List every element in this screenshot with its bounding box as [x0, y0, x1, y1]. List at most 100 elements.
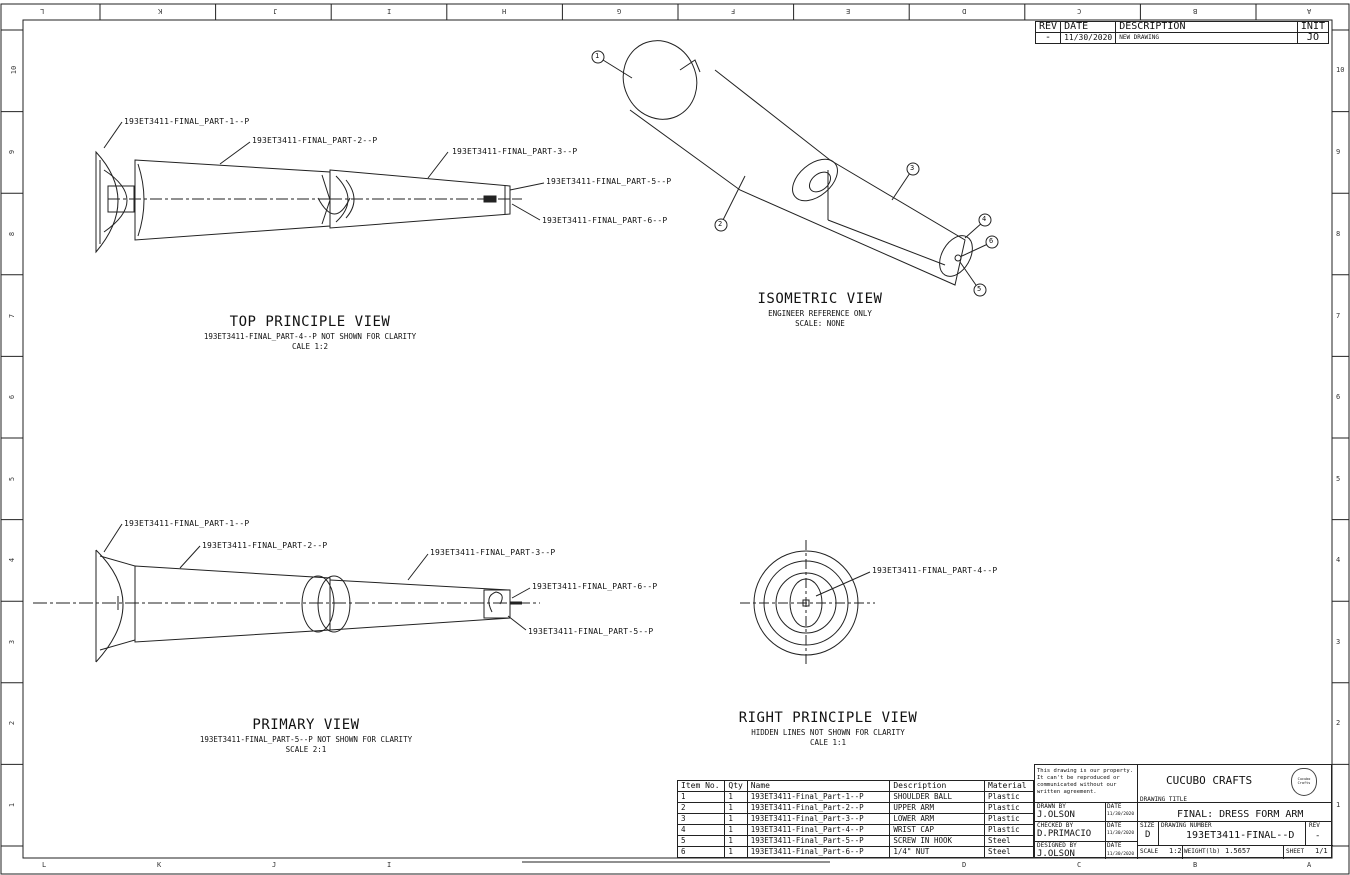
top-zone-label: F: [731, 7, 736, 15]
balloon-6: 6: [989, 237, 994, 245]
right-zone-label: 7: [1336, 312, 1341, 320]
right-view-note: HIDDEN LINES NOT SHOWN FOR CLARITY: [751, 728, 905, 737]
left-zone-label: 7: [8, 313, 17, 319]
cucubo-logo: Cucubo Crafts: [1291, 768, 1317, 796]
checked-by-value: D.PRIMACIO: [1037, 829, 1092, 839]
designed-by-label: DESIGNED BY: [1037, 842, 1077, 849]
balloon-2: 2: [718, 220, 723, 228]
primary-view-scale: SCALE 2:1: [285, 745, 327, 754]
bottom-zone-label: I: [387, 861, 392, 869]
top-view-note: 193ET3411-FINAL_PART-4--P NOT SHOWN FOR …: [203, 332, 417, 341]
right-zone-label: 5: [1336, 475, 1341, 483]
top-zone-label: G: [617, 7, 622, 15]
drawn-by-value: J.OLSON: [1037, 810, 1075, 820]
primary-callout-part-1: 193ET3411-FINAL_PART-1--P: [124, 519, 250, 528]
left-zone-label: 5: [8, 476, 17, 482]
balloon-4: 4: [982, 215, 987, 223]
left-zone-label: 1: [8, 802, 17, 808]
drawing-number-label: DRAWING NUMBER: [1161, 822, 1212, 829]
top-zone-label: E: [846, 7, 851, 15]
scale-label: SCALE: [1140, 848, 1159, 855]
top-view-geometry: [95, 121, 545, 254]
size-value: D: [1145, 830, 1151, 840]
bom-cell: 1: [724, 791, 748, 803]
revision-row: - 11/30/2020 NEW DRAWING JO: [1034, 32, 1330, 44]
init-value: JO: [1296, 32, 1330, 44]
isometric-view-scale: SCALE: NONE: [795, 319, 845, 328]
left-zone-label: 10: [10, 65, 19, 75]
property-note: This drawing is our property. It can't b…: [1037, 768, 1134, 795]
bottom-zone-label: C: [1077, 861, 1082, 869]
bottom-zone-label: A: [1307, 861, 1312, 869]
right-zone-label: 2: [1336, 719, 1341, 727]
primary-callout-part-5: 193ET3411-FINAL_PART-5--P: [528, 627, 654, 636]
bom-cell: 1: [724, 835, 748, 847]
balloon-5: 5: [977, 285, 982, 293]
rev-header: REV: [1034, 21, 1062, 33]
size-label: SIZE: [1140, 822, 1155, 829]
bom-cell: Plastic: [984, 813, 1034, 825]
bom-cell: LOWER ARM: [889, 813, 986, 825]
primary-view-note: 193ET3411-FINAL_PART-5--P NOT SHOWN FOR …: [199, 735, 413, 744]
date-value: 11/30/2020: [1060, 32, 1117, 44]
drawn-date: 11/30/2020: [1107, 812, 1135, 817]
right-zone-label: 1: [1336, 801, 1341, 809]
designed-by-value: J.OLSON: [1037, 849, 1075, 859]
bom-cell: 1: [724, 824, 748, 836]
rev-label: REV: [1309, 822, 1320, 829]
top-zone-label: D: [962, 7, 967, 15]
right-zone-label: 3: [1336, 638, 1341, 646]
bom-header-cell: Qty: [724, 780, 748, 792]
bom-cell: SHOULDER BALL: [889, 791, 986, 803]
bom-cell: 5: [676, 835, 726, 847]
description-value: NEW DRAWING: [1115, 32, 1298, 44]
init-header: INIT: [1296, 21, 1330, 33]
bom-cell: Plastic: [984, 802, 1034, 814]
primary-view-title: PRIMARY VIEW: [252, 717, 360, 733]
bom-header-cell: Material: [984, 780, 1034, 792]
bom-header-cell: Name: [746, 780, 891, 792]
left-zone-label: 2: [8, 720, 17, 726]
bom-cell: 4: [676, 824, 726, 836]
bom-cell: 193ET3411-Final_Part-1--P: [746, 791, 891, 803]
scale-value: 1:2: [1169, 847, 1182, 855]
drawn-by-label: DRAWN BY: [1037, 803, 1066, 810]
bottom-zone-label: D: [962, 861, 967, 869]
logo-text: Cucubo Crafts: [1297, 777, 1311, 785]
left-zone-label: 6: [8, 394, 17, 400]
bom-header-cell: Item No.: [676, 780, 726, 792]
bottom-zone-label: L: [42, 861, 47, 869]
isometric-view-title: ISOMETRIC VIEW: [757, 291, 883, 307]
bottom-zone-label: J: [272, 861, 277, 869]
bom-cell: 1: [724, 813, 748, 825]
bottom-zone-label: B: [1193, 861, 1198, 869]
left-zone-label: 3: [8, 639, 17, 645]
primary-view-geometry: [33, 523, 540, 663]
revision-table: REV DATE DESCRIPTION INIT - 11/30/2020 N…: [1034, 21, 1330, 44]
bom-cell: Steel: [984, 835, 1034, 847]
bom-cell: 193ET3411-Final_Part-3--P: [746, 813, 891, 825]
balloon-1: 1: [595, 52, 600, 60]
title-block: This drawing is our property. It can't b…: [1034, 764, 1333, 859]
bom-cell: 193ET3411-Final_Part-2--P: [746, 802, 891, 814]
top-zone-label: H: [502, 7, 507, 15]
bom-cell: Plastic: [984, 824, 1034, 836]
bom-cell: 193ET3411-Final_Part-4--P: [746, 824, 891, 836]
sheet-label: SHEET: [1286, 848, 1305, 855]
bom-cell: 193ET3411-Final_Part-6--P: [746, 846, 891, 858]
checked-date: 11/30/2020: [1107, 831, 1135, 836]
primary-callout-part-2: 193ET3411-FINAL_PART-2--P: [202, 541, 328, 550]
isometric-geometry: [602, 40, 991, 289]
top-callout-part-5: 193ET3411-FINAL_PART-5--P: [546, 177, 672, 186]
bom-cell: Plastic: [984, 791, 1034, 803]
right-view-geometry: [740, 540, 875, 666]
top-view-scale: CALE 1:2: [291, 342, 329, 351]
top-zone-label: K: [158, 7, 163, 15]
sheet-value: 1/1: [1315, 847, 1328, 855]
